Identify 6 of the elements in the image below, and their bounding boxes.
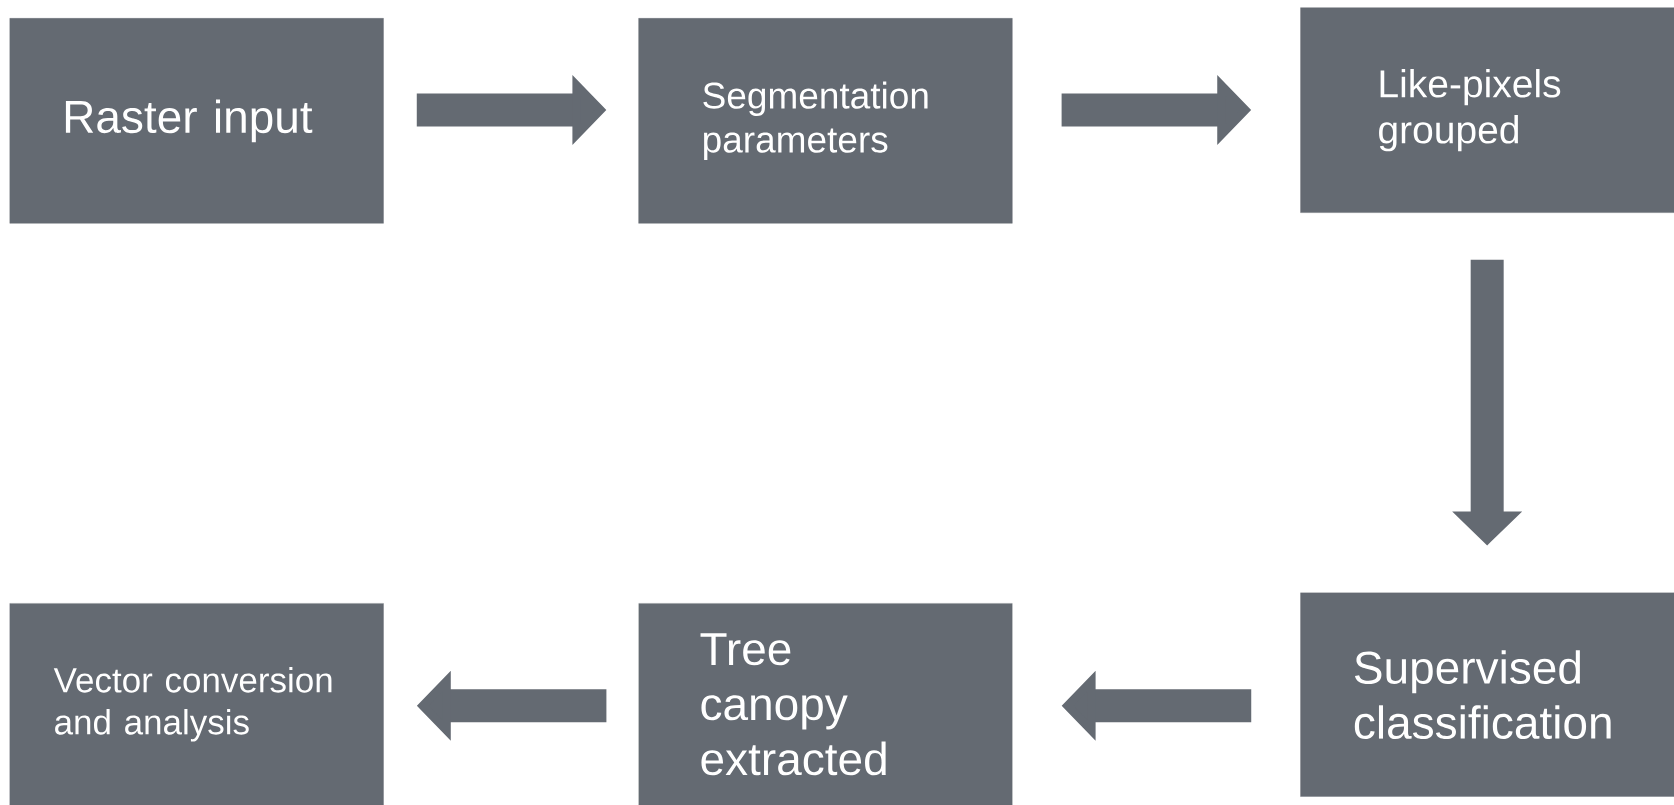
- process-box: Segmentation parameters: [638, 18, 1013, 224]
- process-box: Tree canopy extracted: [638, 603, 1013, 805]
- process-box: Raster input: [9, 18, 384, 224]
- process-box: Vector conversion and analysis: [9, 603, 384, 805]
- process-box: Supervised classification: [1300, 592, 1674, 797]
- process-box: Like-pixels grouped: [1300, 7, 1674, 213]
